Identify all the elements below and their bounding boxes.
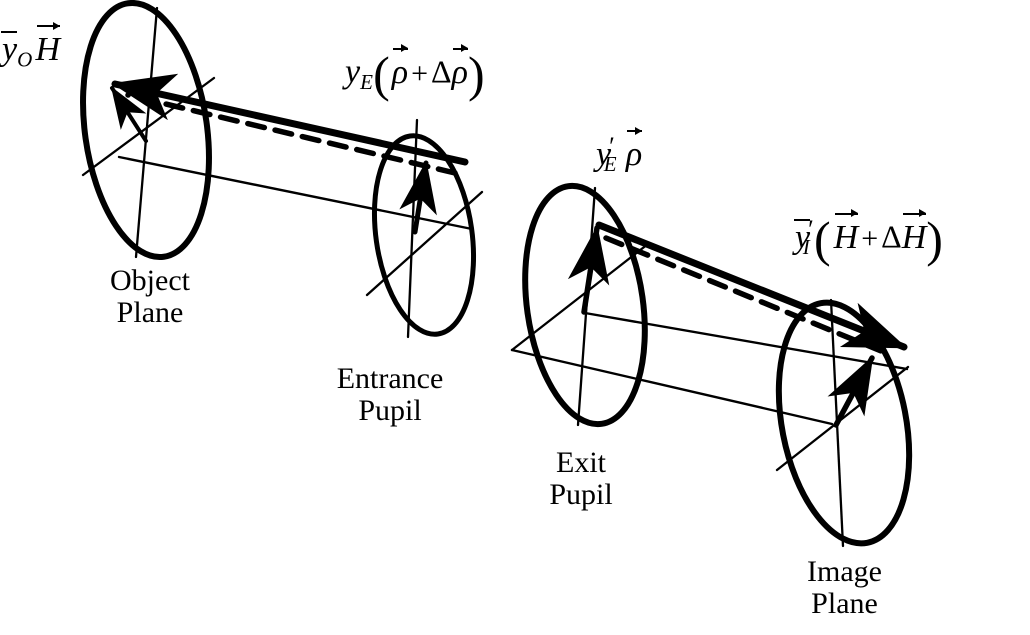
delta-entrance: Δ	[431, 53, 452, 90]
ray-exit-to-image-upper	[583, 311, 909, 371]
arrow-exit-pupil-rho	[567, 225, 610, 315]
vector-delta-H-image: H	[901, 209, 927, 256]
plus-operator-entrance: +	[411, 56, 429, 90]
vector-H-image: H	[833, 209, 859, 256]
ray-marginal-dashed-image	[603, 235, 889, 356]
label-object-ray: yOH	[0, 21, 61, 72]
exit-pupil-oblique-diameter	[510, 242, 650, 352]
image-plane-line1: Image	[807, 555, 882, 588]
arrow-entrance-pupil-rho	[399, 160, 437, 235]
exit-pupil-line1: Exit	[556, 446, 606, 479]
arrow-image-height	[827, 355, 875, 428]
label-entrance-pupil-ray: yE(ρ+Δρ)	[345, 44, 485, 102]
label-image-ray: y′I(H+ΔH)	[793, 209, 943, 267]
image-plane-group	[775, 298, 913, 548]
prime-exit: ′	[609, 132, 615, 161]
prime-image: ′	[808, 214, 814, 244]
y-overbar-image: y	[793, 218, 811, 256]
open-paren-entrance: (	[373, 46, 390, 102]
plus-operator-image: +	[861, 221, 879, 255]
ray-object-to-entrance-lower	[117, 155, 474, 231]
arrow-object-height	[110, 86, 148, 143]
vector-rho-exit: ρ	[625, 126, 643, 173]
open-paren-image: (	[813, 211, 831, 267]
plane-label-exit-pupil: Exit Pupil	[521, 447, 641, 510]
object-plane-group	[80, 0, 216, 261]
exit-pupil-line2: Pupil	[549, 477, 613, 511]
entrance-pupil-vertical-diameter	[406, 118, 419, 339]
subscript-image: I	[802, 234, 810, 259]
entrance-pupil-line2: Pupil	[358, 393, 422, 427]
delta-image: Δ	[881, 218, 902, 255]
y-symbol-entrance: y	[345, 53, 361, 91]
image-plane-line2: Plane	[811, 586, 878, 620]
object-plane-ellipse	[80, 0, 212, 261]
vector-H-object: H	[35, 21, 61, 68]
object-plane-vertical-diameter	[134, 6, 159, 259]
image-plane-ellipse	[775, 299, 913, 547]
close-paren-image: )	[926, 211, 943, 267]
vector-rho-entrance: ρ	[391, 44, 409, 91]
subscript-exit: E	[603, 152, 617, 177]
vector-delta-rho-entrance: ρ	[451, 44, 469, 91]
plane-label-object: Object Plane	[85, 265, 215, 328]
object-plane-line1: Object	[110, 264, 190, 297]
plane-label-entrance-pupil: Entrance Pupil	[310, 363, 470, 426]
y-symbol-exit: y	[596, 135, 612, 173]
exit-pupil-ellipse	[522, 182, 648, 428]
close-paren-entrance: )	[467, 46, 485, 102]
ray-marginal-dashed-object	[125, 92, 458, 176]
y-overbar-object: y	[0, 31, 18, 68]
subscript-object: O	[17, 47, 33, 72]
object-plane-line2: Plane	[116, 295, 184, 329]
ray-marginal-solid-object	[111, 73, 469, 166]
plane-label-image: Image Plane	[782, 556, 907, 619]
ray-exit-to-image-lower	[510, 348, 834, 426]
object-plane-oblique-diameter	[81, 76, 216, 177]
subscript-entrance: E	[360, 69, 374, 94]
ray-marginal-solid-image	[595, 221, 908, 351]
entrance-pupil-line1: Entrance	[336, 362, 444, 395]
